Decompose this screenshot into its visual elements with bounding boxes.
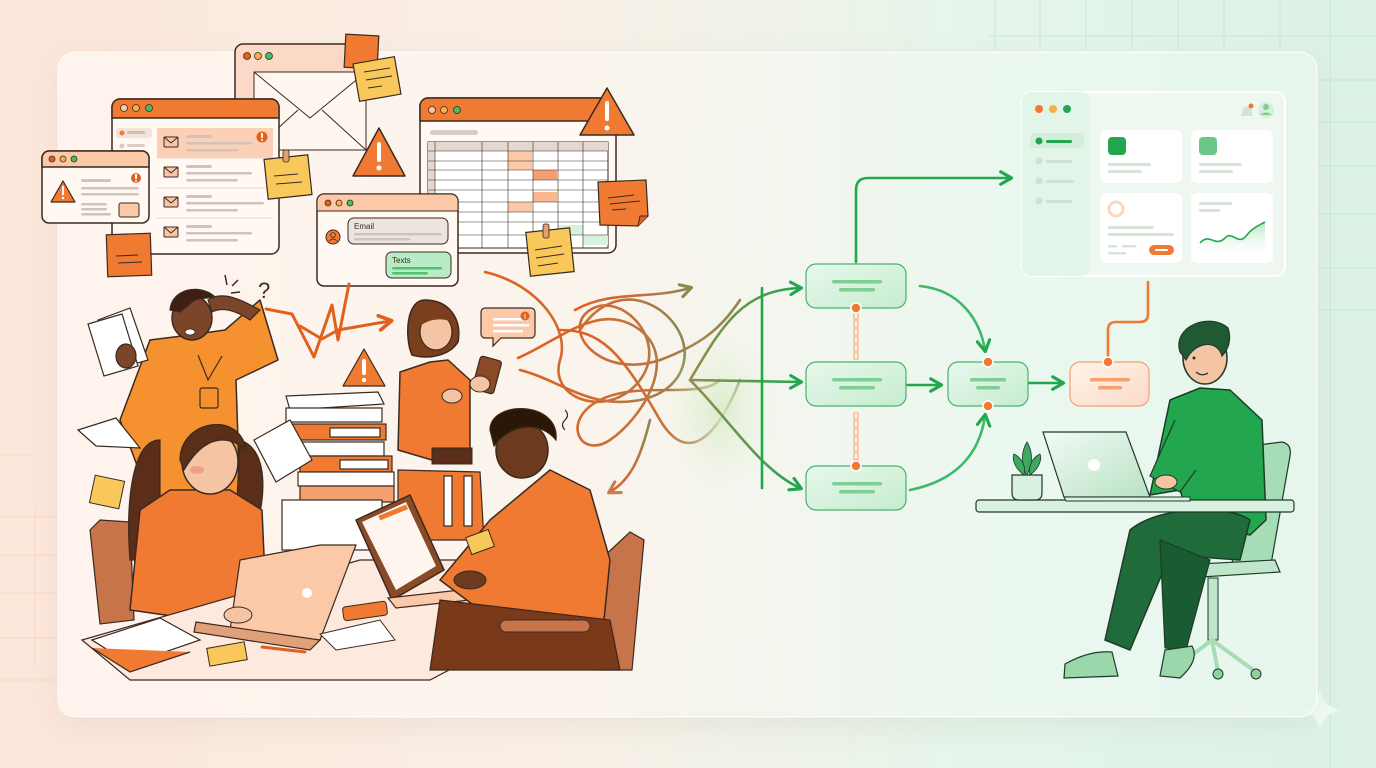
alert-dialog-window xyxy=(41,150,150,224)
sticky-note xyxy=(105,222,153,278)
workflow-node xyxy=(805,361,907,407)
email-bubble-label: Email xyxy=(354,222,374,231)
sticky-note xyxy=(597,179,649,227)
workflow-connectors xyxy=(688,170,1150,492)
alert-glyph: ! xyxy=(524,314,526,321)
question-mark-icon: ? xyxy=(258,278,270,303)
woman-with-phone xyxy=(397,299,502,465)
binder-stack xyxy=(253,391,485,551)
sticky-note xyxy=(88,474,495,556)
calm-man-at-laptop xyxy=(1063,320,1291,680)
warning-icon xyxy=(352,127,406,177)
notification-bubble: ! xyxy=(480,307,536,348)
warning-icon xyxy=(579,87,635,136)
user-avatar-icon xyxy=(1263,104,1269,110)
texts-bubble-label: Texts xyxy=(392,256,411,265)
stressed-man-at-desk xyxy=(429,408,645,671)
workflow-merge-node xyxy=(947,356,1029,412)
messaging-window: Email Texts xyxy=(316,193,459,287)
sticky-note xyxy=(263,149,313,200)
workflow-node xyxy=(805,460,907,511)
sticky-note xyxy=(525,223,575,277)
bell-icon xyxy=(1240,106,1254,116)
tidy-desk xyxy=(975,431,1295,513)
sticky-note xyxy=(343,33,402,103)
workflow-output-node xyxy=(1069,356,1150,407)
spreadsheet-window xyxy=(419,97,617,254)
email-inbox-window xyxy=(111,98,280,255)
warning-icon xyxy=(342,348,386,387)
stress-lines-icon xyxy=(224,274,241,294)
woman-at-laptop xyxy=(89,423,267,625)
tangled-process-lines xyxy=(483,270,742,495)
dashboard-window xyxy=(1021,91,1286,277)
workflow-node xyxy=(805,263,907,314)
erratic-trend-arrow-icon xyxy=(264,282,390,359)
